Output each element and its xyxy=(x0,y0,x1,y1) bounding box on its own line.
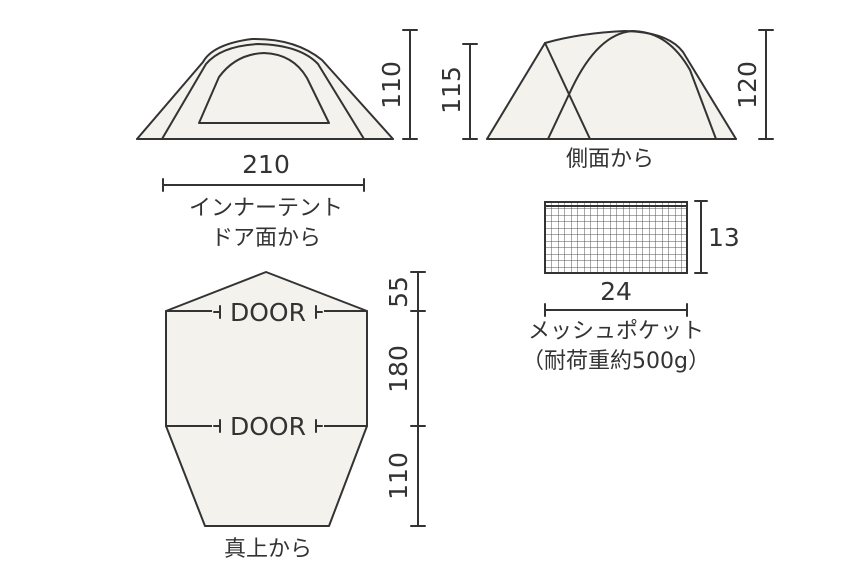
top-view-dim-bottom-label: 110 xyxy=(384,452,413,500)
top-view-outline xyxy=(165,271,368,527)
front-inner-body xyxy=(161,43,365,140)
top-door-label-bg xyxy=(212,296,324,328)
side-view: 115 120 側面から xyxy=(437,29,774,172)
top-door-label: DOOR xyxy=(230,298,306,327)
side-left-height-label: 115 xyxy=(437,66,466,114)
side-pole-arch xyxy=(571,30,717,140)
side-fly-outline xyxy=(486,30,737,140)
front-door-panel xyxy=(198,52,330,124)
front-caption-line2: ドア面から xyxy=(211,226,321,251)
front-width-label: 210 xyxy=(242,150,290,179)
mesh-height-label: 13 xyxy=(708,223,740,252)
top-view-caption: 真上から xyxy=(224,537,312,562)
side-pole-front-a xyxy=(544,42,591,140)
mesh-pocket-body xyxy=(544,201,688,274)
mesh-pocket: 13 24 メッシュポケット （耐荷重約500g） xyxy=(522,200,740,374)
mesh-caption-line2: （耐荷重約500g） xyxy=(522,349,710,374)
top-view: DOOR DOOR 55 180 110 真上から xyxy=(165,271,426,562)
bottom-door-label: DOOR xyxy=(230,412,306,441)
front-caption-line1: インナーテント xyxy=(189,196,343,221)
mesh-width-label: 24 xyxy=(600,277,632,306)
side-caption: 側面から xyxy=(566,147,654,172)
top-view-dim-top-label: 55 xyxy=(384,276,413,308)
side-pole-front-b xyxy=(547,87,573,140)
front-height-label: 110 xyxy=(377,61,406,109)
mesh-caption-line1: メッシュポケット xyxy=(528,319,704,344)
side-right-height-label: 120 xyxy=(733,61,762,109)
front-view: 110 210 インナーテント ドア面から xyxy=(136,29,418,251)
top-view-dim-middle-label: 180 xyxy=(384,345,413,393)
bottom-door-label-bg xyxy=(212,411,324,443)
